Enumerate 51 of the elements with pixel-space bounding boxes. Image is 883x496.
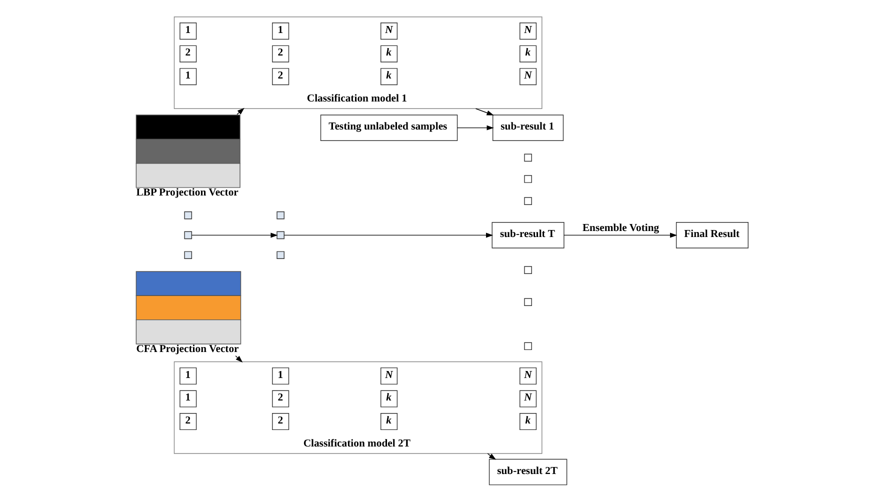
node-box: N bbox=[380, 22, 398, 40]
node-box bbox=[184, 231, 192, 240]
node-label: LBP Projection Vector bbox=[136, 187, 238, 198]
node-box: 1 bbox=[179, 367, 196, 385]
node-box bbox=[184, 211, 192, 220]
arrow bbox=[283, 232, 493, 238]
node-box: 1 bbox=[272, 22, 289, 40]
arrow bbox=[234, 355, 242, 363]
node-box: sub-result 2T bbox=[488, 458, 567, 486]
node-box: Testing unlabeled samples bbox=[320, 114, 458, 141]
node-box: k bbox=[519, 413, 536, 430]
node-box bbox=[276, 251, 284, 260]
node-box: Final Result bbox=[675, 222, 748, 248]
node-box bbox=[276, 211, 284, 220]
node-box: 2 bbox=[272, 413, 289, 430]
node-box bbox=[524, 175, 532, 183]
node-box: 2 bbox=[179, 413, 196, 430]
node-box: k bbox=[380, 390, 398, 408]
node-box: 2 bbox=[272, 45, 289, 62]
node-box: sub-result T bbox=[491, 222, 564, 248]
node-box: k bbox=[380, 413, 398, 430]
arrow bbox=[474, 108, 494, 116]
node-box: N bbox=[380, 367, 398, 385]
node-box: N bbox=[519, 367, 536, 385]
node-box: 1 bbox=[179, 22, 196, 40]
node-box: sub-result 1 bbox=[492, 114, 564, 141]
node-box: 2 bbox=[272, 390, 289, 408]
arrow bbox=[191, 232, 278, 238]
node-box bbox=[524, 342, 532, 350]
node-box: k bbox=[380, 68, 398, 86]
node-label: CFA Projection Vector bbox=[136, 344, 238, 355]
node-box bbox=[184, 251, 192, 260]
arrow bbox=[456, 125, 494, 130]
node-box bbox=[276, 231, 284, 240]
node-box: 1 bbox=[179, 390, 196, 408]
node-box: N bbox=[519, 390, 536, 408]
edge-label: Ensemble Voting bbox=[582, 222, 659, 234]
arrow bbox=[486, 453, 496, 460]
node-box: 2 bbox=[179, 45, 196, 62]
node-box bbox=[524, 298, 532, 306]
node-box: 2 bbox=[272, 68, 289, 86]
node-box: k bbox=[380, 45, 398, 62]
node-box: N bbox=[519, 68, 536, 86]
node-box: k bbox=[519, 45, 536, 62]
node-box: 1 bbox=[272, 367, 289, 385]
node-box: 1 bbox=[179, 68, 196, 86]
node-box bbox=[524, 154, 532, 162]
arrow bbox=[563, 232, 677, 238]
node-box bbox=[524, 266, 532, 274]
node-box: N bbox=[519, 22, 536, 40]
node-box bbox=[524, 197, 532, 205]
